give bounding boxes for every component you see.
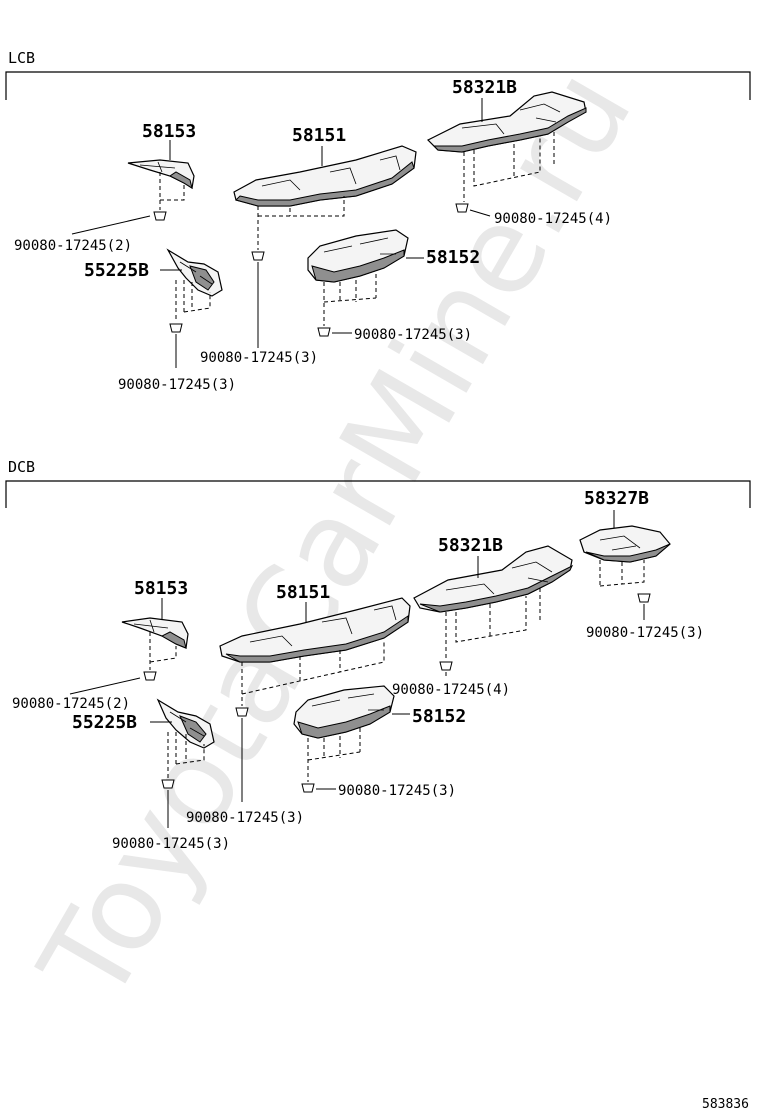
part-number-58153: 58153 <box>142 121 196 142</box>
part-number-58321b: 58321B <box>452 77 517 98</box>
part-58152[interactable] <box>293 685 395 739</box>
clip-icon <box>153 211 167 221</box>
part-number-58152: 58152 <box>426 247 480 268</box>
part-number-55225b: 55225B <box>84 260 149 281</box>
part-58151[interactable] <box>219 597 411 663</box>
part-number-58151: 58151 <box>292 125 346 146</box>
clip-icon <box>455 203 469 213</box>
section-label-lcb: LCB <box>8 49 35 67</box>
part-58151[interactable] <box>233 145 417 207</box>
section-lcb: LCB 58153 90080-17245(2) 55225B 90080-17… <box>5 49 751 393</box>
clip-icon <box>251 251 265 261</box>
clip-icon <box>235 707 249 717</box>
clip-icon <box>439 661 453 671</box>
fastener-label-58151: 90080-17245(3) <box>200 350 318 366</box>
fastener-label-58321b: 90080-17245(4) <box>494 211 612 227</box>
part-58152[interactable] <box>307 229 409 283</box>
fastener-label-55225b-dcb: 90080-17245(3) <box>112 836 230 852</box>
section-dcb: DCB 58327B 90080-17245(3) 58321B 90080-1… <box>5 458 751 852</box>
part-number-58321b-dcb: 58321B <box>438 535 503 556</box>
section-frame-dcb <box>5 480 751 508</box>
part-number-58153-dcb: 58153 <box>134 578 188 599</box>
fastener-label-58153: 90080-17245(2) <box>14 238 132 254</box>
part-55225b[interactable] <box>156 698 215 749</box>
section-label-dcb: DCB <box>8 458 35 476</box>
section-frame-lcb <box>5 71 751 100</box>
part-number-58151-dcb: 58151 <box>276 582 330 603</box>
part-58321b[interactable] <box>426 91 587 153</box>
clip-icon <box>317 327 331 337</box>
fastener-label-58321b-dcb: 90080-17245(4) <box>392 682 510 698</box>
part-number-58327b: 58327B <box>584 488 649 509</box>
part-number-55225b-dcb: 55225B <box>72 712 137 733</box>
clip-icon <box>301 783 315 793</box>
part-number-58152-dcb: 58152 <box>412 706 466 727</box>
clip-icon <box>637 593 651 603</box>
fastener-label-55225b: 90080-17245(3) <box>118 377 236 393</box>
clip-icon <box>143 671 157 681</box>
clip-icon <box>161 779 175 789</box>
fastener-label-58152: 90080-17245(3) <box>354 327 472 343</box>
diagram-id: 583836 <box>702 1097 749 1112</box>
part-58327b[interactable] <box>579 525 671 563</box>
fastener-label-58327b: 90080-17245(3) <box>586 625 704 641</box>
fastener-label-58153-dcb: 90080-17245(2) <box>12 696 130 712</box>
part-58153[interactable] <box>121 617 189 649</box>
fastener-label-58152-dcb: 90080-17245(3) <box>338 783 456 799</box>
part-58153[interactable] <box>127 159 195 190</box>
part-58321b[interactable] <box>413 545 574 613</box>
clip-icon <box>169 323 183 333</box>
fastener-label-58151-dcb: 90080-17245(3) <box>186 810 304 826</box>
part-55225b[interactable] <box>166 248 223 297</box>
